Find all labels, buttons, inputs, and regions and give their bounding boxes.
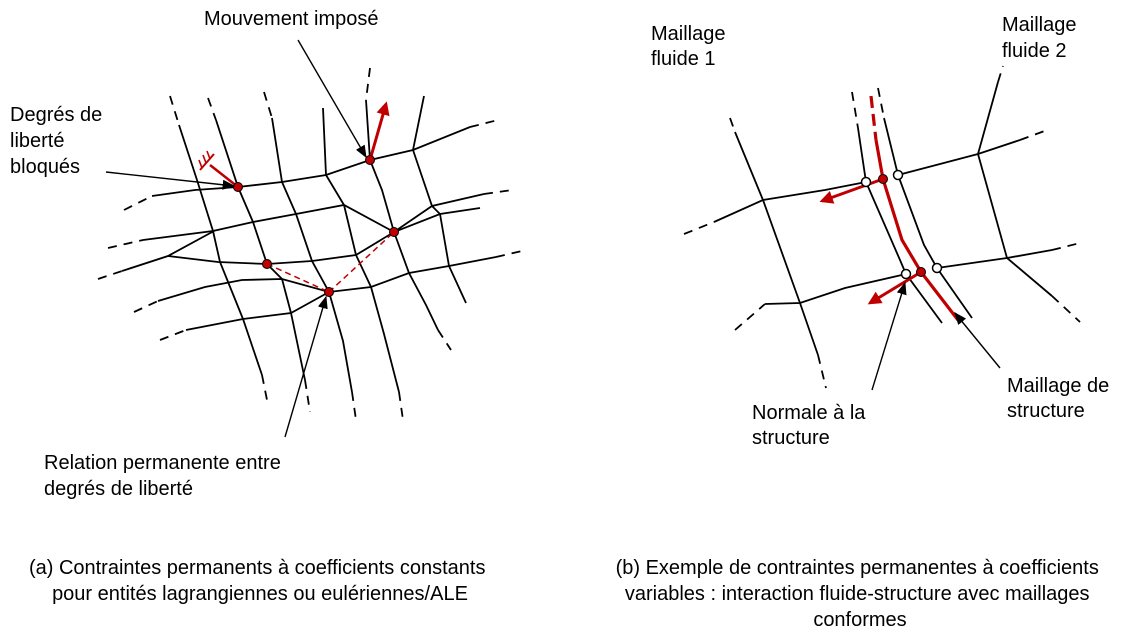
mesh-col-4 bbox=[322, 107, 400, 393]
mesh-dash-16 bbox=[437, 329, 452, 351]
mesh-b-dash-2 bbox=[734, 303, 766, 331]
mesh-dash-14 bbox=[351, 391, 357, 421]
relation-node-1 bbox=[262, 259, 272, 269]
mesh-row-2 bbox=[142, 193, 485, 241]
mesh-a bbox=[97, 67, 527, 421]
structure-node-bottom bbox=[916, 267, 926, 277]
blocked-dof-hatch-2 bbox=[202, 154, 207, 164]
pointer-degres bbox=[105, 171, 236, 190]
label-fluide1: Maillage fluide 1 bbox=[651, 23, 731, 70]
blocked-node bbox=[233, 182, 243, 192]
mesh-row-1 bbox=[151, 126, 471, 197]
mesh-dash-4 bbox=[133, 300, 159, 313]
imposed-node bbox=[365, 155, 375, 165]
label-relation: Relation permanente entre degrés de libe… bbox=[44, 452, 286, 500]
mesh-b-dash-8 bbox=[997, 65, 1004, 83]
mesh-b-dash-7 bbox=[1051, 295, 1081, 323]
imposed-motion-arrow bbox=[368, 101, 390, 161]
mesh-b-dash-3 bbox=[729, 117, 736, 133]
mesh-dash-3 bbox=[97, 270, 123, 280]
mesh-col-6 bbox=[412, 95, 467, 304]
panel-b: Maillage fluide 1 Maillage fluide 2 Norm… bbox=[616, 14, 1115, 631]
mesh-dash-1 bbox=[123, 195, 153, 211]
mesh-b-dash-4 bbox=[817, 354, 827, 389]
label-normale: Normale à la structure bbox=[752, 402, 871, 449]
fluid2-row-1 bbox=[897, 139, 1021, 176]
pointer-relation bbox=[284, 295, 328, 438]
mesh-dash-12 bbox=[261, 374, 269, 406]
mesh-dash-5 bbox=[159, 329, 187, 341]
fluid1-interface bbox=[857, 127, 943, 324]
relation-line-1 bbox=[266, 263, 330, 293]
pointer-mouvement bbox=[297, 39, 367, 159]
caption-a: (a) Contraintes permanents à coefficient… bbox=[29, 557, 491, 605]
mesh-dash-15 bbox=[398, 391, 404, 421]
relation-lines bbox=[266, 231, 395, 293]
fluid2-col-1 bbox=[977, 81, 1053, 297]
fluid1-row-1 bbox=[713, 181, 867, 223]
fluid2-node-bottom bbox=[931, 262, 943, 274]
mesh-dash-10 bbox=[207, 97, 217, 121]
mesh-col-1 bbox=[178, 124, 263, 376]
fluid1-node-top bbox=[860, 176, 872, 188]
mesh-dash-11 bbox=[263, 91, 273, 119]
fluid2-node-top bbox=[892, 169, 904, 181]
panel-a: Mouvement imposé Degrés de liberté bloqu… bbox=[10, 8, 527, 605]
relation-node-3 bbox=[389, 227, 399, 237]
caption-b: (b) Exemple de contraintes permanentes à… bbox=[616, 557, 1105, 631]
mesh-dash-7 bbox=[483, 189, 513, 195]
mesh-row-3b bbox=[167, 207, 481, 265]
mesh-dash-8 bbox=[495, 249, 527, 258]
mesh-b-dash-6 bbox=[1051, 242, 1081, 251]
fluid1-col-1 bbox=[734, 131, 819, 356]
label-degres: Degrés de liberté bloqués bbox=[10, 104, 108, 178]
mesh-b bbox=[683, 65, 1081, 389]
mesh-row-5 bbox=[185, 291, 330, 331]
normal-arrow-bottom bbox=[867, 270, 922, 305]
mesh-b-dash-5 bbox=[1019, 128, 1051, 141]
mesh-dash-9 bbox=[169, 95, 180, 126]
fluid2-row-2 bbox=[936, 249, 1053, 269]
blocked-dof-hatch-3 bbox=[206, 150, 211, 160]
normal-arrow-top bbox=[819, 177, 884, 204]
mesh-col-3 bbox=[271, 117, 353, 393]
label-fluide2: Maillage fluide 2 bbox=[1002, 14, 1082, 62]
mesh-dash-13 bbox=[304, 379, 311, 413]
mesh-b-dash-9 bbox=[851, 91, 859, 129]
fluid1-node-bottom bbox=[900, 268, 912, 280]
mesh-col-2 bbox=[215, 119, 306, 381]
structure-mesh-line bbox=[874, 139, 960, 321]
pointer-normale bbox=[871, 281, 907, 391]
pointer-structure bbox=[954, 312, 1001, 369]
structure-mesh-dash bbox=[869, 95, 878, 141]
mesh-b-dash-10 bbox=[877, 87, 885, 119]
label-mouvement: Mouvement imposé bbox=[204, 8, 379, 30]
blocked-dof-hatch-1 bbox=[198, 159, 203, 169]
fluid1-row-2 bbox=[764, 273, 907, 305]
label-structure: Maillage de structure bbox=[1007, 375, 1115, 422]
mesh-b-dash-1 bbox=[683, 221, 715, 235]
fluid2-interface bbox=[883, 117, 973, 319]
structure-node-top bbox=[878, 174, 888, 184]
relation-line-2 bbox=[328, 231, 395, 293]
mesh-dash-2 bbox=[107, 239, 144, 249]
mesh-dash-6 bbox=[469, 119, 499, 128]
mesh-dash-17 bbox=[365, 67, 371, 101]
relation-node-2 bbox=[324, 287, 334, 297]
